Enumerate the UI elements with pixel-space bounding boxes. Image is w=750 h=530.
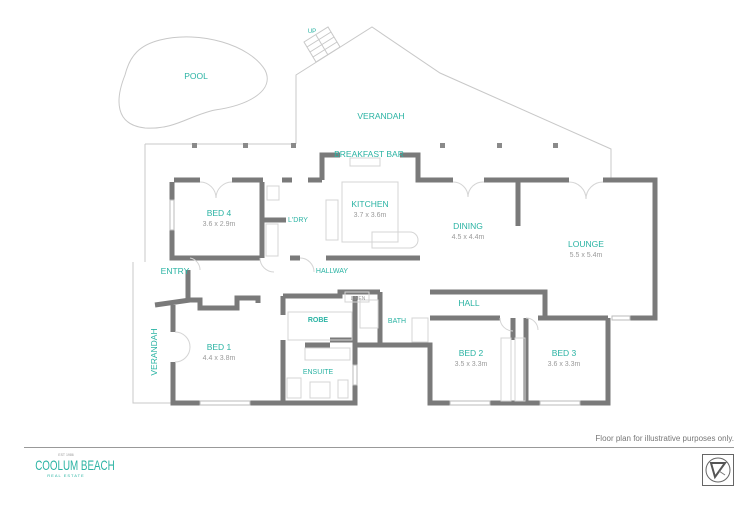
label-verandah-top: VERANDAH — [357, 111, 404, 121]
svg-text:3.7 x 3.6m: 3.7 x 3.6m — [354, 212, 387, 219]
room-lounge: LOUNGE 5.5 x 5.4m — [568, 239, 604, 259]
svg-text:KITCHEN: KITCHEN — [351, 199, 388, 209]
label-hall: HALL — [458, 298, 480, 308]
label-hallway: HALLWAY — [316, 268, 348, 275]
fixtures — [174, 157, 604, 402]
label-verandah-side: VERANDAH — [149, 328, 159, 375]
room-bed-4: BED 4 3.6 x 2.9m — [203, 208, 236, 228]
label-linen: LINEN — [351, 296, 366, 302]
label-pool: POOL — [184, 71, 208, 81]
footer-divider — [24, 447, 734, 448]
label-entry: ENTRY — [161, 266, 190, 276]
svg-text:5.5 x 5.4m: 5.5 x 5.4m — [570, 252, 603, 259]
verandah-posts — [192, 143, 558, 148]
svg-text:3.5 x 3.3m: 3.5 x 3.3m — [455, 361, 488, 368]
label-ldry: L'DRY — [288, 217, 308, 224]
svg-text:BED 4: BED 4 — [207, 208, 232, 218]
room-bed-3: BED 3 3.6 x 3.3m — [548, 348, 581, 368]
room-bed-2: BED 2 3.5 x 3.3m — [455, 348, 488, 368]
svg-text:4.4 x 3.8m: 4.4 x 3.8m — [203, 355, 236, 362]
svg-text:LOUNGE: LOUNGE — [568, 239, 604, 249]
room-kitchen: KITCHEN 3.7 x 3.6m — [351, 199, 388, 219]
svg-text:BED 1: BED 1 — [207, 342, 232, 352]
label-breakfast-bar: BREAKFAST BAR — [334, 149, 404, 159]
svg-text:BED 2: BED 2 — [459, 348, 484, 358]
svg-text:BED 3: BED 3 — [552, 348, 577, 358]
room-bed-1: BED 1 4.4 x 3.8m — [203, 342, 236, 362]
walls — [154, 152, 658, 406]
svg-text:3.6 x 2.9m: 3.6 x 2.9m — [203, 221, 236, 228]
brand-mark-icon — [702, 454, 734, 486]
label-robe: ROBE — [308, 317, 329, 324]
svg-text:DINING: DINING — [453, 221, 483, 231]
room-dining: DINING 4.5 x 4.4m — [452, 221, 485, 241]
label-bath: BATH — [388, 318, 406, 325]
svg-text:4.5 x 4.4m: 4.5 x 4.4m — [452, 234, 485, 241]
label-up: UP — [308, 29, 316, 35]
coolum-beach-logo: EST 1986 COOLUM BEACH REAL ESTATE — [35, 453, 115, 478]
disclaimer: Floor plan for illustrative purposes onl… — [595, 434, 734, 443]
windows — [169, 199, 631, 406]
verandah-outline — [295, 26, 612, 180]
pool-outline — [118, 36, 268, 129]
svg-text:3.6 x 3.3m: 3.6 x 3.3m — [548, 361, 581, 368]
label-ensuite: ENSUITE — [303, 369, 334, 376]
